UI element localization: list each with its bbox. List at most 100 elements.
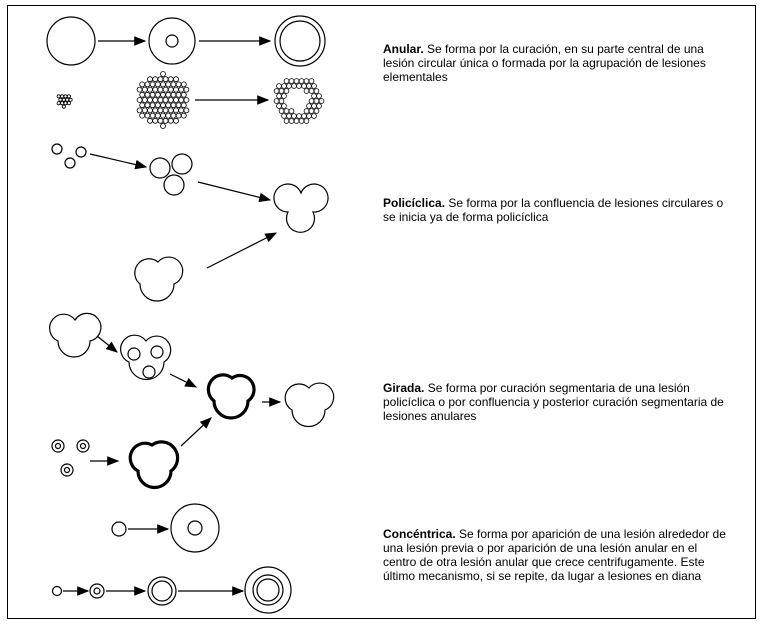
papule xyxy=(183,97,190,103)
concentric-lesion-inner xyxy=(151,580,173,602)
papule xyxy=(147,107,153,114)
papule xyxy=(291,83,297,89)
circular-lesion xyxy=(149,157,171,179)
papule xyxy=(301,83,307,89)
papule xyxy=(316,93,322,99)
papule xyxy=(160,81,166,88)
papule xyxy=(313,98,320,104)
annular-lesion-inner xyxy=(279,20,321,62)
papule xyxy=(278,88,285,94)
papule xyxy=(281,113,287,119)
arrow xyxy=(206,232,278,269)
papule xyxy=(165,81,172,88)
papule xyxy=(276,83,282,89)
papule xyxy=(165,102,172,109)
papule xyxy=(63,94,68,99)
papule xyxy=(160,123,166,129)
solid-lesion xyxy=(46,16,96,66)
papule xyxy=(298,118,305,124)
anular-description: Anular. Se forma por la curación, en su … xyxy=(383,42,728,84)
anular-text: Se forma por la curación, en su parte ce… xyxy=(383,42,706,84)
concentrica-term: Concéntrica. xyxy=(383,527,456,541)
papule xyxy=(149,102,156,109)
papule xyxy=(170,112,177,119)
healed-spot xyxy=(142,365,156,379)
papule xyxy=(286,83,292,89)
papule xyxy=(286,113,292,119)
papule xyxy=(283,118,290,124)
annular-lesion-center xyxy=(93,587,101,595)
papule xyxy=(152,97,159,103)
papule xyxy=(278,98,285,104)
circular-lesion xyxy=(163,174,185,196)
papule xyxy=(308,98,315,104)
papule xyxy=(147,117,153,124)
papule xyxy=(147,76,153,83)
papule xyxy=(61,104,66,109)
policiclica-diagram xyxy=(51,143,329,302)
papule xyxy=(296,113,302,119)
papule xyxy=(183,107,190,114)
papule xyxy=(152,86,159,93)
papule xyxy=(157,117,164,124)
papule xyxy=(183,86,190,93)
anular-diagram xyxy=(46,15,326,129)
papule xyxy=(61,97,66,102)
papule xyxy=(58,97,63,102)
papule xyxy=(157,76,164,83)
papule xyxy=(273,88,280,94)
papule xyxy=(136,107,143,114)
papule xyxy=(288,118,295,124)
papule xyxy=(278,108,285,114)
annular-lesion-center xyxy=(79,442,87,450)
small-lesion xyxy=(51,143,63,155)
papule xyxy=(63,101,68,106)
papule xyxy=(162,76,169,83)
papule xyxy=(154,81,161,88)
papule xyxy=(152,107,159,114)
annular-lesion-center xyxy=(63,466,71,474)
papule xyxy=(303,118,310,124)
girada-text: Se forma por curación segmentaria de una… xyxy=(383,381,724,423)
girada-description: Girada. Se forma por curación segmentari… xyxy=(383,381,728,423)
papule xyxy=(66,94,71,99)
papule xyxy=(283,88,290,94)
papule xyxy=(276,103,282,109)
papule xyxy=(162,117,169,124)
papule xyxy=(149,91,156,98)
papule xyxy=(162,86,169,93)
healed-spot xyxy=(150,345,164,359)
papule xyxy=(149,81,156,88)
papule xyxy=(306,83,312,89)
papule xyxy=(303,88,310,94)
policiclica-term: Policíclica. xyxy=(383,196,446,210)
papule xyxy=(311,93,317,99)
papule xyxy=(170,81,177,88)
papule xyxy=(167,86,174,93)
papule xyxy=(173,76,179,83)
small-papule-cluster xyxy=(56,94,73,109)
healed-center xyxy=(165,34,179,48)
papule xyxy=(167,107,174,114)
concentrica-diagram xyxy=(51,503,292,614)
papule xyxy=(147,86,153,93)
papule xyxy=(165,91,172,98)
papule xyxy=(173,107,179,114)
papule xyxy=(144,91,151,98)
papule xyxy=(308,88,315,94)
papule xyxy=(167,97,174,103)
healed-spot xyxy=(127,347,141,361)
papule xyxy=(173,97,179,103)
papule xyxy=(56,101,61,106)
papule xyxy=(152,76,159,83)
papule xyxy=(298,78,305,84)
papule xyxy=(288,108,295,114)
papule xyxy=(175,112,182,119)
papule xyxy=(152,117,159,124)
girada-diagram xyxy=(49,312,335,490)
gyrate-lesion xyxy=(206,373,256,420)
papule xyxy=(160,102,166,109)
papule xyxy=(313,108,320,114)
papule xyxy=(173,86,179,93)
polycyclic-lesion-result xyxy=(284,382,335,428)
